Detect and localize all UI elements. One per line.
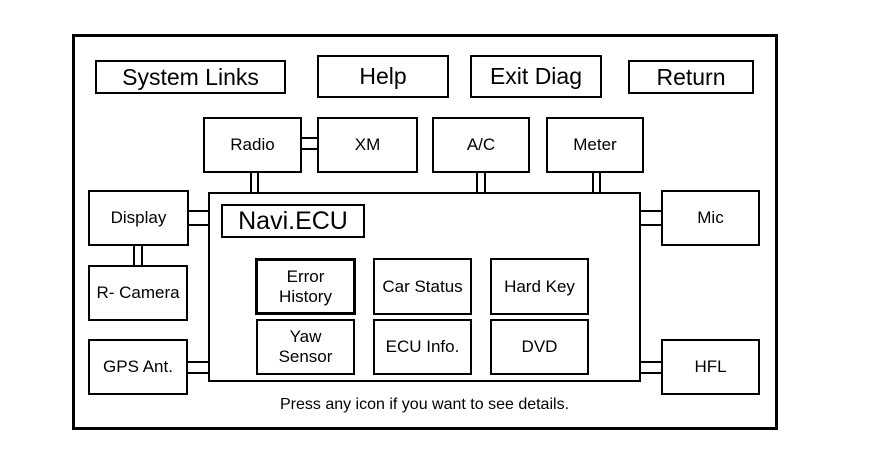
- display-module-button[interactable]: Display: [88, 190, 189, 246]
- connector-line: [189, 210, 208, 212]
- hfl-label: HFL: [694, 357, 727, 376]
- yaw-sensor-label-line2: Sensor: [278, 347, 333, 366]
- r-camera-module-button[interactable]: R- Camera: [88, 265, 188, 321]
- connector-line: [257, 173, 259, 192]
- connector-line: [189, 224, 208, 226]
- system-links-label: System Links: [122, 63, 259, 90]
- exit-diag-button[interactable]: Exit Diag: [470, 55, 602, 98]
- display-label: Display: [110, 208, 167, 227]
- connector-line: [302, 148, 317, 150]
- connector-line: [484, 173, 486, 192]
- dvd-label: DVD: [521, 337, 558, 356]
- help-button[interactable]: Help: [317, 55, 449, 98]
- system-links-button[interactable]: System Links: [95, 60, 286, 94]
- error-history-label-line2: History: [279, 286, 332, 306]
- hard-key-button[interactable]: Hard Key: [490, 258, 589, 315]
- connector-line: [592, 173, 594, 192]
- connector-line: [133, 246, 135, 265]
- gps-ant-label: GPS Ant.: [103, 357, 173, 376]
- return-label: Return: [656, 63, 726, 90]
- hfl-module-button[interactable]: HFL: [661, 339, 760, 395]
- xm-label: XM: [354, 135, 381, 154]
- car-status-label: Car Status: [382, 276, 463, 296]
- connector-line: [250, 173, 252, 192]
- mic-label: Mic: [697, 208, 724, 227]
- connector-line: [141, 246, 143, 265]
- connector-line: [302, 137, 317, 139]
- yaw-sensor-button[interactable]: Yaw Sensor: [256, 319, 355, 375]
- r-camera-label: R- Camera: [96, 283, 180, 302]
- connector-line: [476, 173, 478, 192]
- xm-module-button[interactable]: XM: [317, 117, 418, 173]
- diagnostic-panel-frame: [72, 34, 778, 430]
- car-status-button[interactable]: Car Status: [373, 258, 472, 315]
- help-label: Help: [359, 63, 407, 89]
- connector-line: [641, 361, 661, 363]
- hard-key-label: Hard Key: [504, 276, 575, 296]
- mic-module-button[interactable]: Mic: [661, 190, 760, 246]
- ac-module-button[interactable]: A/C: [432, 117, 530, 173]
- ecu-info-label: ECU Info.: [385, 337, 460, 356]
- connector-line: [188, 361, 208, 363]
- ecu-info-button[interactable]: ECU Info.: [373, 319, 472, 375]
- navi-ecu-title: Navi.ECU: [221, 204, 365, 238]
- navi-ecu-panel: [208, 192, 641, 382]
- meter-label: Meter: [573, 135, 617, 154]
- ac-label: A/C: [466, 135, 496, 154]
- instruction-text: Press any icon if you want to see detail…: [279, 396, 570, 413]
- yaw-sensor-label-line1: Yaw: [289, 327, 322, 346]
- dvd-button[interactable]: DVD: [490, 319, 589, 375]
- connector-line: [641, 210, 661, 212]
- gps-ant-module-button[interactable]: GPS Ant.: [88, 339, 188, 395]
- error-history-label-line1: Error: [286, 266, 325, 286]
- exit-diag-label: Exit Diag: [489, 63, 583, 89]
- connector-line: [188, 372, 208, 374]
- radio-label: Radio: [230, 135, 275, 154]
- connector-line: [641, 224, 661, 226]
- connector-line: [641, 372, 661, 374]
- connector-line: [599, 173, 601, 192]
- return-button[interactable]: Return: [628, 60, 754, 94]
- navi-ecu-title-label: Navi.ECU: [238, 206, 348, 235]
- radio-module-button[interactable]: Radio: [203, 117, 302, 173]
- meter-module-button[interactable]: Meter: [546, 117, 644, 173]
- error-history-button[interactable]: Error History: [255, 258, 356, 315]
